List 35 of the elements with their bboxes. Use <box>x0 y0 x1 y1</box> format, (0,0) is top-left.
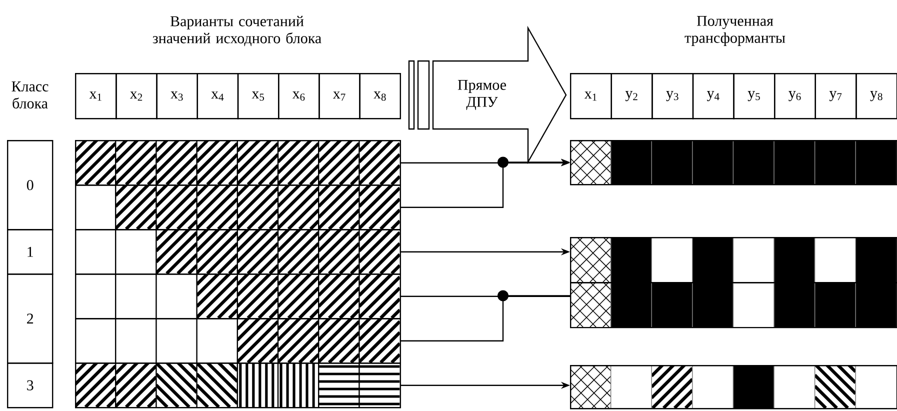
pattern-row <box>570 236 897 284</box>
header-cell: x$_{3}$ <box>156 73 198 120</box>
column-heading: Полученная трансформанты <box>684 16 786 46</box>
class-box: 3 <box>7 362 54 408</box>
pattern-row <box>75 229 401 275</box>
header-cell: x$_{1}$ <box>570 73 612 120</box>
header-cell: y$_{2}$ <box>610 73 653 120</box>
row-heading: Класс блока <box>12 82 48 108</box>
header-cell: y$_{4}$ <box>692 73 734 120</box>
header-cell: y$_{7}$ <box>814 73 857 120</box>
header-cell: x$_{5}$ <box>237 73 280 120</box>
pattern-row <box>75 273 401 320</box>
header-cell: x$_{1}$ <box>75 73 117 120</box>
pattern-row <box>570 140 897 186</box>
header-cell: x$_{6}$ <box>278 73 320 120</box>
pattern-row <box>75 140 401 186</box>
column-heading: Варианты сочетаний значений исходного блока <box>152 16 322 46</box>
header-cell: x$_{2}$ <box>116 73 158 120</box>
class-box: 2 <box>7 273 54 364</box>
pattern-row <box>75 362 401 408</box>
header-cell: y$_{5}$ <box>733 73 776 120</box>
connector <box>401 295 570 342</box>
pattern-row <box>75 184 401 230</box>
header-cell: y$_{8}$ <box>856 73 897 120</box>
header-cell: x$_{7}$ <box>318 73 360 120</box>
connector <box>401 296 570 297</box>
pattern-row <box>570 364 897 410</box>
class-box: 1 <box>7 229 54 275</box>
header-cell: y$_{3}$ <box>652 73 694 120</box>
pattern-row <box>570 282 897 328</box>
header-cell: x$_{4}$ <box>196 73 239 120</box>
header-cell: y$_{6}$ <box>774 73 816 120</box>
header-cell: x$_{8}$ <box>359 73 401 120</box>
class-box: 0 <box>7 140 54 230</box>
pattern-row <box>75 318 401 364</box>
